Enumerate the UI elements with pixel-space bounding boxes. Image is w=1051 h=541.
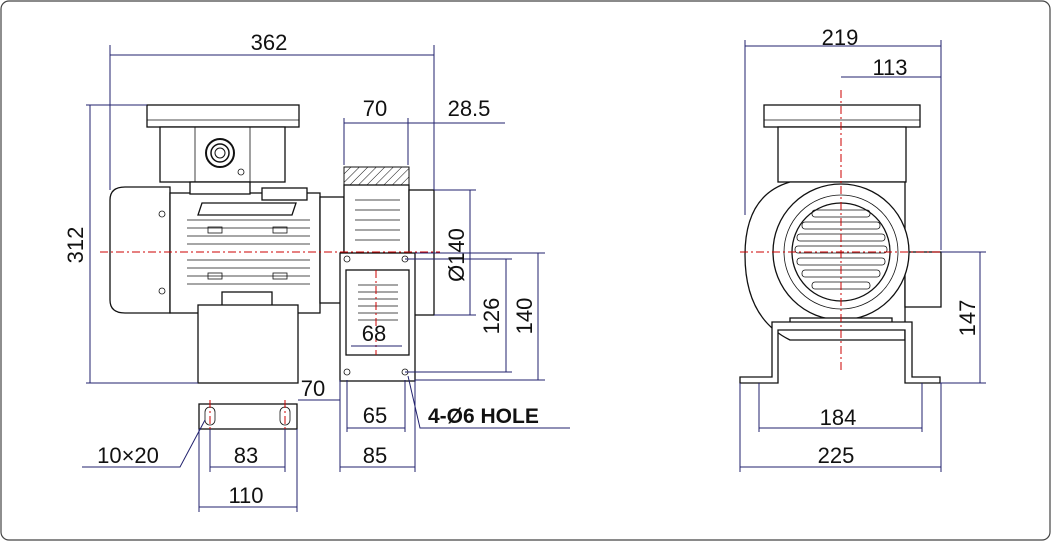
hole-note: 4-Ø6 HOLE <box>428 405 539 428</box>
dim-flange-outer-height: 140 <box>512 298 537 335</box>
dim-overall-width: 219 <box>822 25 859 50</box>
dim-foot-offset: 70 <box>301 376 325 401</box>
foot-detail <box>82 400 298 512</box>
dim-flange-width: 85 <box>363 443 387 468</box>
dim-slot-spacing: 83 <box>234 443 258 468</box>
cable-gland-icon <box>205 138 235 168</box>
dim-overall-length: 362 <box>251 30 288 55</box>
side-dimensions <box>86 45 570 472</box>
dim-base-width: 225 <box>818 443 855 468</box>
dim-overall-height: 312 <box>63 227 88 264</box>
dim-base-hole-spacing: 184 <box>820 405 857 430</box>
dim-slot-size: 10×20 <box>97 443 159 468</box>
side-view <box>100 104 440 384</box>
dim-hole-spacing: 65 <box>363 403 387 428</box>
dim-inlet-diameter: Ø140 <box>444 228 469 282</box>
dim-outlet-width: 68 <box>362 321 386 346</box>
impeller-blades <box>355 199 400 241</box>
dim-housing-width: 70 <box>363 96 387 121</box>
mount-hole <box>343 255 351 263</box>
dim-center-offset: 113 <box>872 55 907 80</box>
dim-flange-inner-height: 126 <box>479 298 504 335</box>
cooling-fins <box>187 219 310 285</box>
dim-foot-width: 110 <box>228 483 263 508</box>
dim-outlet-offset: 28.5 <box>448 96 491 121</box>
front-dimensions <box>739 40 986 472</box>
front-view <box>739 90 950 384</box>
outlet-blades <box>358 284 398 321</box>
mount-hole <box>343 368 351 376</box>
dim-center-height: 147 <box>955 300 980 337</box>
